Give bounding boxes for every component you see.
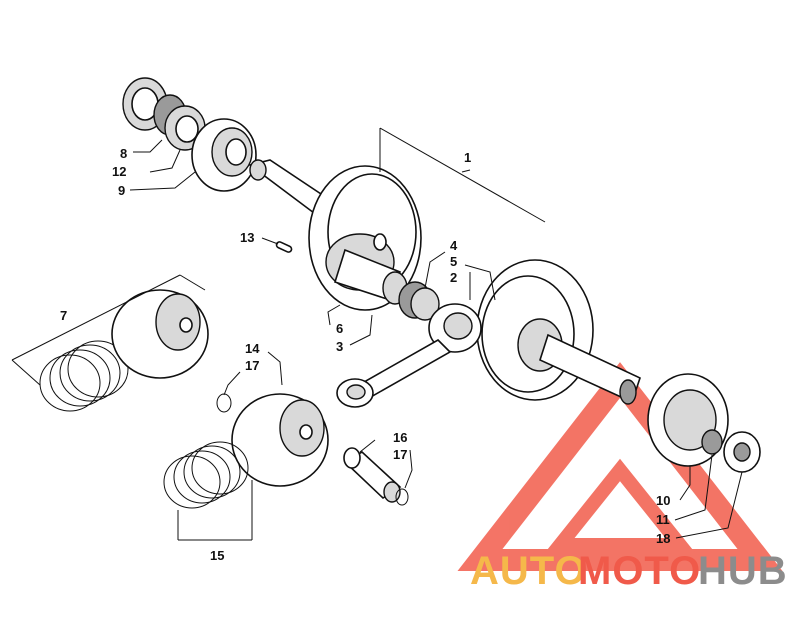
callout-6: 6 — [336, 321, 343, 336]
leader-lines — [11, 127, 743, 541]
watermark-moto: MOTO — [578, 549, 701, 593]
callout-9: 9 — [118, 183, 125, 198]
needle-bearing-icon — [398, 281, 440, 321]
watermark-hub: HUB — [698, 549, 788, 593]
callout-18: 18 — [656, 531, 670, 546]
callout-13: 13 — [240, 230, 254, 245]
callout-3: 3 — [336, 339, 343, 354]
callout-2: 2 — [450, 270, 457, 285]
watermark-text: AUTO MOTO HUB — [470, 549, 788, 593]
callout-10: 10 — [656, 493, 670, 508]
callout-17a: 17 — [245, 358, 259, 373]
piston-upper-icon — [111, 289, 209, 379]
callout-1: 1 — [464, 150, 471, 165]
callout-4: 4 — [450, 238, 458, 253]
connecting-rod-icon — [336, 303, 482, 408]
piston-rings-icon — [39, 340, 129, 412]
callout-8: 8 — [120, 146, 127, 161]
callout-16: 16 — [393, 430, 407, 445]
callout-5: 5 — [450, 254, 457, 269]
callout-12: 12 — [112, 164, 126, 179]
callout-15: 15 — [210, 548, 224, 563]
crankshaft-icon — [248, 159, 641, 405]
callout-labels: 1 4 5 2 6 3 8 12 9 13 7 14 17 16 17 15 1… — [60, 146, 670, 563]
key-pin-icon — [275, 241, 293, 253]
right-bearing-icon — [647, 373, 761, 473]
watermark-auto: AUTO — [470, 549, 587, 593]
callout-7: 7 — [60, 308, 67, 323]
callout-14: 14 — [245, 341, 260, 356]
piston-rings-lower-icon — [163, 441, 249, 509]
callout-17b: 17 — [393, 447, 407, 462]
piston-lower-icon — [231, 393, 329, 487]
callout-11: 11 — [656, 512, 670, 527]
gear-bearing-icon — [122, 77, 257, 192]
